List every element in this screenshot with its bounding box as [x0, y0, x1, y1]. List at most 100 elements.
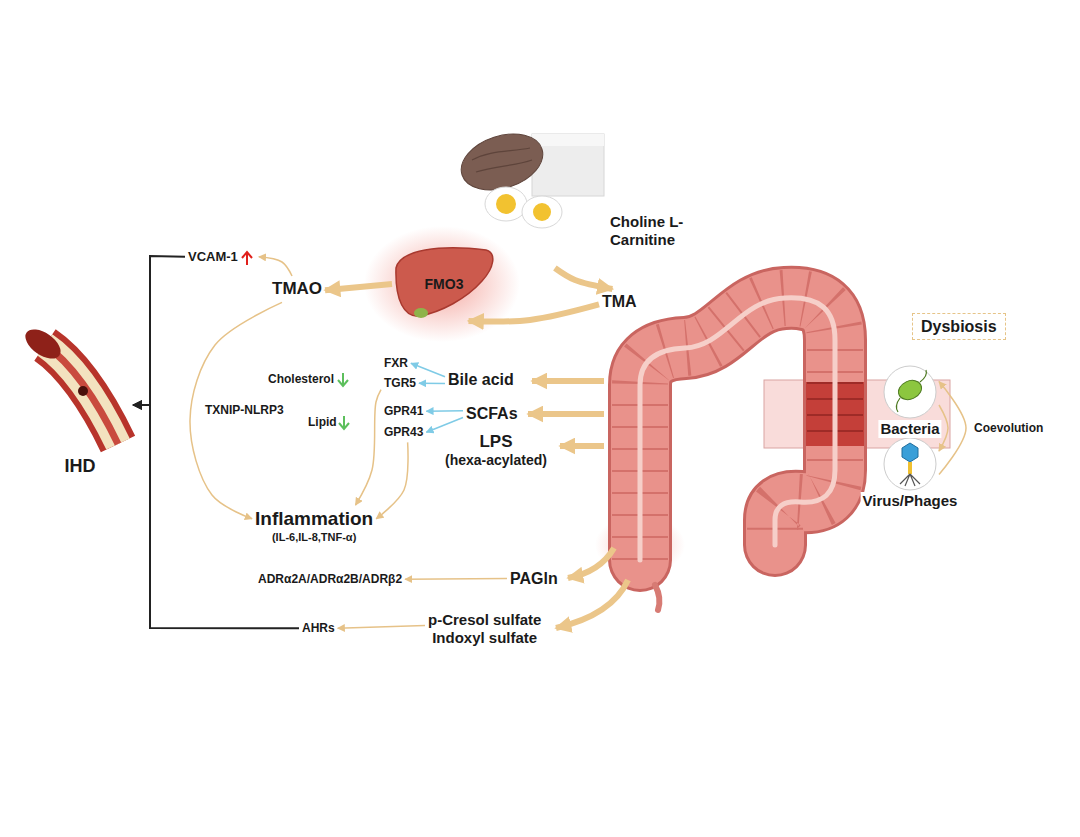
- metabolite-text: SCFAs: [466, 404, 518, 423]
- gallbladder: [414, 308, 428, 318]
- node-text: GPR41: [384, 404, 423, 418]
- phage-head: [902, 443, 918, 462]
- edge-label: Coevolution: [974, 421, 1043, 435]
- outcome-text: Inflammation(IL-6,IL-8,TNF-α): [255, 508, 373, 544]
- meat-grain: [472, 148, 532, 172]
- connector-arrow: [411, 363, 445, 377]
- metabolite-text: TMAO: [272, 279, 322, 299]
- node-text: Bacteria: [878, 420, 941, 438]
- node-text: ADRα2A/ADRα2B/ADRβ2: [258, 572, 402, 586]
- egg: [522, 196, 562, 228]
- connector-arrow: [426, 410, 463, 412]
- tofu-top: [532, 134, 604, 146]
- phage-node: Virus/Phages: [884, 438, 936, 490]
- colon: [640, 298, 835, 560]
- colon-arrow: [568, 548, 614, 578]
- annotation-label: Lipid: [308, 415, 337, 429]
- artery-illustration: [20, 324, 118, 444]
- connector-arrow: [355, 390, 381, 505]
- connector-arrow: [376, 442, 408, 518]
- receptor-text: TGR5: [384, 376, 416, 390]
- connector-arrow: [555, 268, 612, 289]
- phage-legs: [900, 474, 920, 486]
- artery-wall: [45, 345, 118, 444]
- node-text: AHRs: [302, 621, 335, 635]
- egg: [485, 187, 527, 221]
- artery-opening: [20, 324, 65, 365]
- node-text: VCAM-1: [188, 249, 238, 265]
- colon-arrow: [560, 443, 604, 449]
- connector-arrow: [405, 578, 507, 580]
- node-text: TMAO: [272, 279, 322, 299]
- bacteria-node: Bacteria: [884, 366, 936, 418]
- marker-text: VCAM-1: [188, 249, 256, 265]
- receptor-text: FXR: [384, 356, 408, 370]
- connector-arrow: [133, 256, 185, 405]
- plaque: [45, 345, 118, 444]
- node-text: TMA: [602, 292, 637, 311]
- bacteria-circle: [884, 366, 936, 418]
- connector-arrow: [419, 382, 445, 384]
- liver-shape: [396, 248, 493, 316]
- connector-arrow: [338, 625, 425, 628]
- node-text: FXR: [384, 356, 408, 370]
- colon-haustra: [640, 298, 835, 560]
- decrease-arrow: [339, 416, 349, 429]
- dashed-box: Dysbiosis: [912, 313, 1006, 340]
- connector-arrow: [426, 417, 463, 432]
- decrease-arrow: [338, 373, 348, 386]
- node-text: Bile acid: [448, 370, 514, 389]
- metabolite-text: LPS(hexa-acylated): [445, 432, 547, 469]
- node-text: Choline L-Carnitine: [610, 213, 722, 249]
- connector-arrow: [939, 382, 966, 475]
- artery-lumen: [45, 345, 118, 444]
- node-text: GPR43: [384, 425, 423, 439]
- node-text: IHD: [30, 456, 130, 478]
- node-text: (IL-6,IL-8,TNF-α): [255, 531, 373, 544]
- flagellum: [896, 370, 926, 412]
- yolk: [496, 194, 516, 214]
- liver-node: FMO3: [395, 250, 493, 318]
- receptor-text: GPR43: [384, 425, 423, 439]
- node-text: PAGln: [510, 569, 558, 588]
- clot: [78, 386, 88, 396]
- node-text: Inflammation: [255, 508, 373, 531]
- yolk: [533, 203, 551, 221]
- colon-arrow: [556, 580, 628, 628]
- connector-arrow: [469, 304, 600, 321]
- node-text: Dysbiosis: [921, 317, 997, 336]
- increase-arrow: [242, 252, 252, 265]
- colon-outline: [640, 298, 835, 560]
- tofu-block: [532, 134, 604, 196]
- food-illustration: [454, 124, 604, 228]
- receptor-text: GPR41: [384, 404, 423, 418]
- diet-node: Choline L-Carnitine: [455, 125, 725, 265]
- annotation-label: TXNIP-NLRP3: [205, 403, 284, 417]
- node-text: (hexa-acylated): [445, 452, 547, 469]
- connector-arrow: [259, 257, 292, 276]
- annotation-label: Cholesterol: [268, 372, 334, 386]
- receptor-text: AHRs: [302, 621, 335, 635]
- node-text: TGR5: [384, 376, 416, 390]
- phage-tail: [908, 462, 912, 474]
- colon-arrow: [532, 378, 604, 384]
- node-text: p-Cresol sulfate: [428, 611, 541, 629]
- phage-circle: [884, 438, 936, 490]
- colon-band: [640, 298, 835, 560]
- metabolite-text: p-Cresol sulfateIndoxyl sulfate: [428, 611, 541, 647]
- node-text: Indoxyl sulfate: [428, 629, 541, 647]
- node-text: FMO3: [425, 276, 464, 293]
- receptor-text: ADRα2A/ADRα2B/ADRβ2: [258, 572, 402, 586]
- metabolite-text: PAGln: [510, 569, 558, 588]
- metabolite-text: Bile acid: [448, 370, 514, 389]
- connector-arrow: [325, 284, 392, 290]
- appendix: [655, 585, 659, 610]
- node-text: LPS: [445, 432, 547, 452]
- disease-node: IHD: [30, 330, 130, 480]
- colon-arrows: [528, 381, 628, 628]
- colon-arrow: [528, 411, 604, 417]
- node-text: SCFAs: [466, 404, 518, 423]
- metabolite-text: TMA: [602, 292, 637, 311]
